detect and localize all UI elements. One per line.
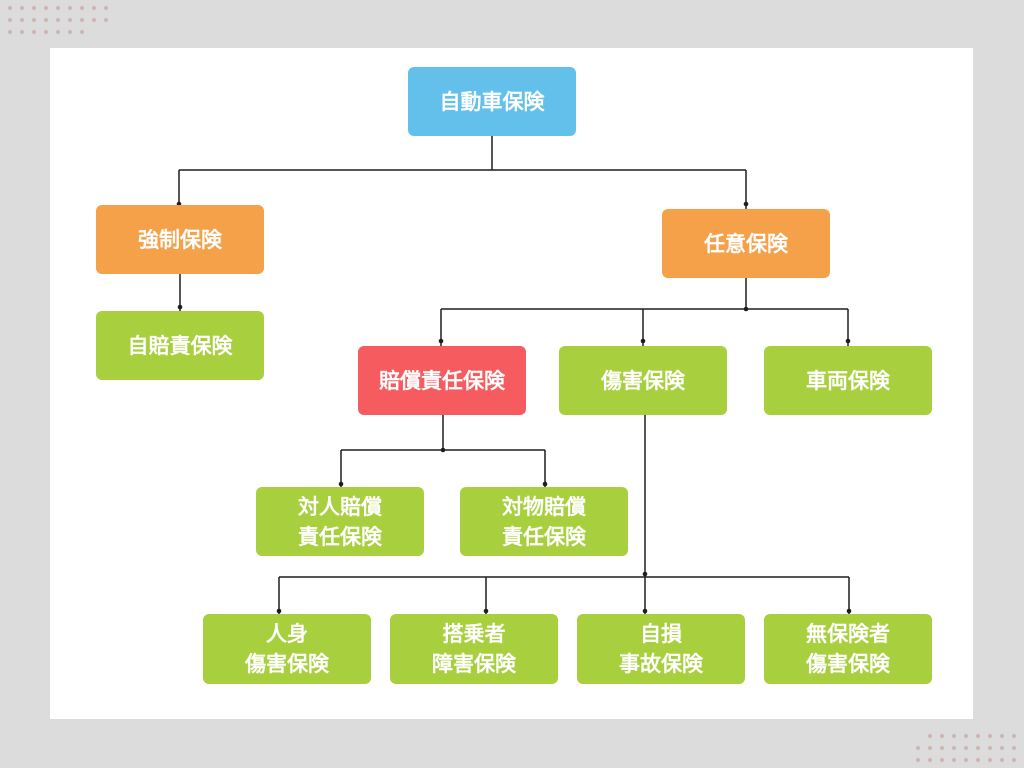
decorative-dots-bottom-right (924, 730, 1020, 742)
node-label-line-2: 責任保険 (502, 524, 586, 549)
node-label-line-1: 自損 (640, 622, 682, 646)
node-property-damage-liability: 対物賠償 責任保険 (460, 487, 628, 556)
node-uninsured-motorist-insurance: 無保険者 傷害保険 (764, 614, 932, 684)
decorative-dots-top-left-short-row (4, 26, 88, 38)
connector-dot (743, 306, 749, 312)
node-label: 自動車保険 (439, 89, 545, 114)
connector-dot (177, 304, 183, 310)
node-passenger-accident-insurance: 搭乗者 障害保険 (390, 614, 558, 684)
node-label: 自賠責保険 (127, 333, 233, 358)
node-label-line-1: 搭乗者 (442, 622, 506, 646)
connector-dot (438, 338, 444, 344)
node-compulsory-auto-liability-insurance: 自賠責保険 (96, 311, 264, 380)
connector-dot (338, 481, 344, 487)
node-label-line-1: 対人賠償 (298, 494, 382, 519)
node-label-line-1: 対物賠償 (502, 494, 586, 519)
node-label-line-1: 人身 (266, 622, 308, 646)
connector-lines (178, 136, 850, 614)
node-label-line-1: 無保険者 (806, 622, 890, 646)
connector-dot (483, 608, 489, 614)
node-vehicle-insurance: 車両保険 (764, 346, 932, 415)
node-liability-insurance: 賠償責任保険 (358, 346, 526, 415)
node-label-line-2: 責任保険 (298, 524, 382, 549)
node-self-accident-insurance: 自損 事故保険 (577, 614, 745, 684)
connector-dot (640, 338, 646, 344)
connector-dot (845, 338, 851, 344)
node-automobile-insurance: 自動車保険 (408, 67, 576, 136)
node-label-line-2: 障害保険 (432, 652, 516, 676)
node-label: 傷害保険 (601, 368, 685, 393)
node-label-line-2: 傷害保険 (245, 652, 329, 676)
node-injury-insurance: 傷害保険 (559, 346, 727, 415)
connector-dot (642, 571, 648, 577)
connector-dot (642, 608, 648, 614)
connector-dot (743, 201, 749, 207)
node-label-line-2: 事故保険 (619, 652, 703, 676)
node-personal-injury-insurance: 人身 傷害保険 (203, 614, 371, 684)
connector-dot (542, 481, 548, 487)
connector-dot (846, 608, 852, 614)
node-label: 強制保険 (138, 227, 222, 252)
connector-dot (276, 608, 282, 614)
node-label-line-2: 傷害保険 (806, 652, 890, 676)
connector-dot (440, 447, 446, 453)
decorative-dots-bottom-right-lower (912, 742, 1020, 766)
node-compulsory-insurance: 強制保険 (96, 205, 264, 274)
node-voluntary-insurance: 任意保険 (662, 209, 830, 278)
decorative-dots-top-left (4, 2, 112, 26)
node-label: 任意保険 (704, 231, 788, 256)
node-label: 賠償責任保険 (379, 368, 505, 393)
node-label: 車両保険 (806, 368, 890, 393)
node-bodily-injury-liability: 対人賠償 責任保険 (256, 487, 424, 556)
